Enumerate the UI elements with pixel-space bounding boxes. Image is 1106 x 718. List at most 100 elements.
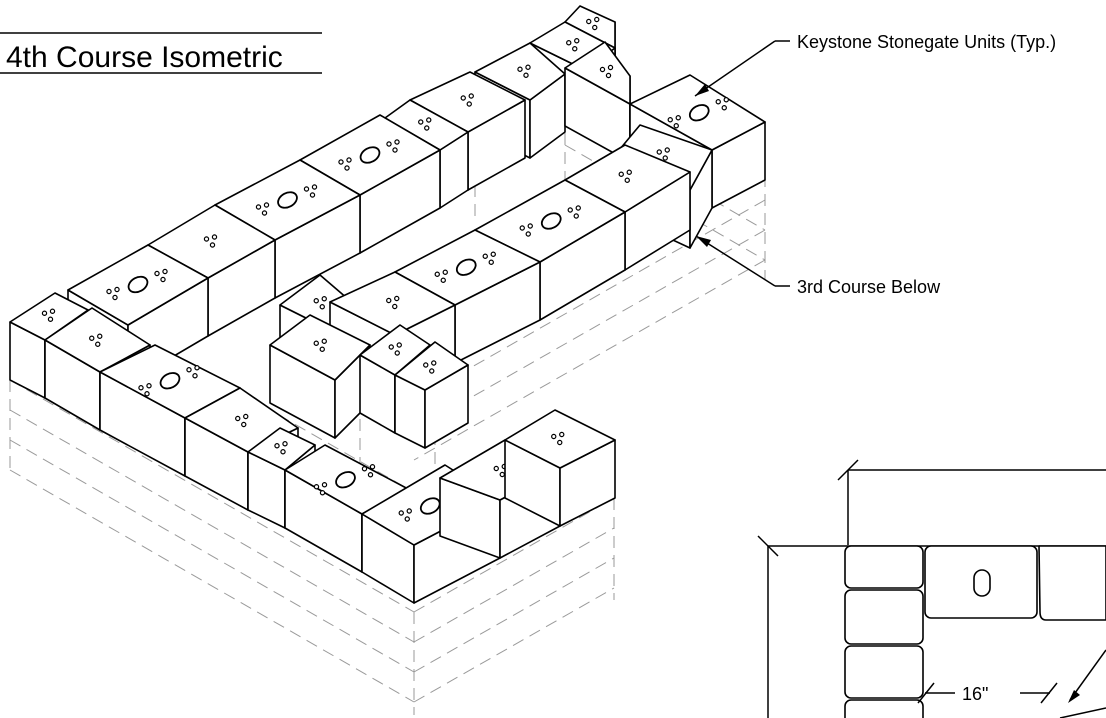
pin-hole: [274, 443, 280, 449]
pin-hole: [468, 93, 474, 99]
pin-hole: [112, 294, 118, 301]
unit-top-face: [359, 324, 431, 376]
pin-hole: [194, 365, 200, 371]
pin-hole: [203, 236, 210, 242]
pin-hole: [488, 259, 494, 265]
pin-hole: [575, 205, 581, 211]
pin-hole: [527, 223, 533, 229]
pin-hole: [162, 268, 168, 275]
plan-block: [844, 589, 924, 645]
core-hole: [159, 372, 181, 390]
pin-hole: [429, 368, 435, 374]
pin-hole: [523, 72, 529, 78]
pin-hole: [566, 40, 572, 46]
unit-top-face: [247, 427, 316, 471]
hidden-course-line: [413, 229, 766, 431]
pin-hole: [423, 362, 429, 368]
pin-hole: [551, 433, 557, 440]
pin-hole: [386, 297, 392, 304]
pin-hole: [424, 125, 430, 131]
pin-hole: [398, 510, 404, 516]
pin-hole: [209, 242, 216, 248]
pin-hole: [525, 231, 531, 237]
pin-hole: [338, 159, 344, 165]
hidden-course-line: [413, 259, 766, 461]
pin-hole: [675, 115, 681, 121]
hidden-course-line: [413, 587, 615, 703]
pin-hole: [138, 385, 144, 391]
drawing-title: 4th Course Isometric: [6, 41, 283, 74]
pin-hole: [241, 421, 247, 428]
pin-hole: [626, 169, 632, 175]
pin-hole: [567, 207, 573, 213]
unit-top-face: [269, 314, 371, 381]
hidden-course-line: [413, 199, 766, 401]
pin-hole: [525, 64, 531, 70]
pin-hole: [282, 441, 288, 447]
pin-hole: [89, 335, 95, 341]
stonegate-unit: [504, 409, 616, 527]
pin-hole: [499, 471, 505, 478]
pin-hole: [392, 303, 398, 310]
pin-hole: [321, 296, 327, 302]
pin-hole: [592, 24, 598, 31]
pin-hole: [656, 149, 662, 155]
pin-hole: [426, 117, 432, 123]
pin-hole: [573, 213, 579, 219]
pin-hole: [95, 341, 101, 347]
plan-block: [844, 699, 924, 718]
core-hole: [335, 471, 356, 489]
pin-hole: [392, 147, 398, 153]
pin-hole: [466, 101, 472, 107]
core-hole: [277, 191, 298, 209]
pin-hole: [235, 415, 241, 422]
pin-hole: [721, 105, 727, 111]
plan-core: [973, 569, 991, 597]
pin-hole: [418, 119, 424, 125]
pin-hole: [303, 186, 310, 192]
pin-hole: [388, 344, 394, 350]
pin-hole: [319, 304, 325, 310]
core-hole: [540, 212, 562, 230]
pin-hole: [321, 482, 328, 488]
pin-hole: [313, 298, 319, 304]
hidden-course-line: [413, 527, 615, 643]
pin-hole: [146, 383, 152, 389]
pin-hole: [313, 340, 319, 346]
pin-hole: [319, 490, 326, 496]
pin-hole: [361, 466, 368, 472]
pin-hole: [715, 99, 721, 105]
pin-hole: [624, 177, 630, 183]
pin-hole: [460, 95, 466, 101]
pin-hole: [346, 157, 352, 163]
hidden-course-line: [9, 439, 415, 673]
pin-hole: [144, 391, 150, 397]
plan-block: [844, 645, 924, 699]
stonegate-unit: [394, 341, 469, 449]
pin-hole: [557, 439, 563, 446]
pin-hole: [311, 184, 318, 190]
fourth-course-blocks: [9, 5, 766, 604]
pin-hole: [618, 171, 624, 177]
core-hole: [359, 146, 381, 164]
pin-hole: [517, 66, 523, 72]
unit-top-face: [504, 409, 616, 469]
pin-hole: [261, 210, 268, 216]
pin-hole: [309, 192, 316, 198]
pin-hole: [160, 276, 166, 283]
title-block: 4th Course Isometric: [0, 32, 322, 74]
pin-hole: [599, 66, 606, 73]
pin-hole: [344, 165, 350, 171]
pin-hole: [394, 295, 400, 302]
pin-hole: [255, 204, 262, 210]
pin-hole: [723, 97, 729, 103]
unit-top-face: [564, 41, 631, 105]
pin-hole: [192, 373, 198, 379]
core-hole: [688, 104, 710, 122]
pin-hole: [607, 64, 614, 71]
pin-hole: [396, 342, 402, 348]
pin-hole: [386, 141, 392, 147]
pin-hole: [664, 147, 670, 153]
plan-block: [1038, 545, 1106, 621]
